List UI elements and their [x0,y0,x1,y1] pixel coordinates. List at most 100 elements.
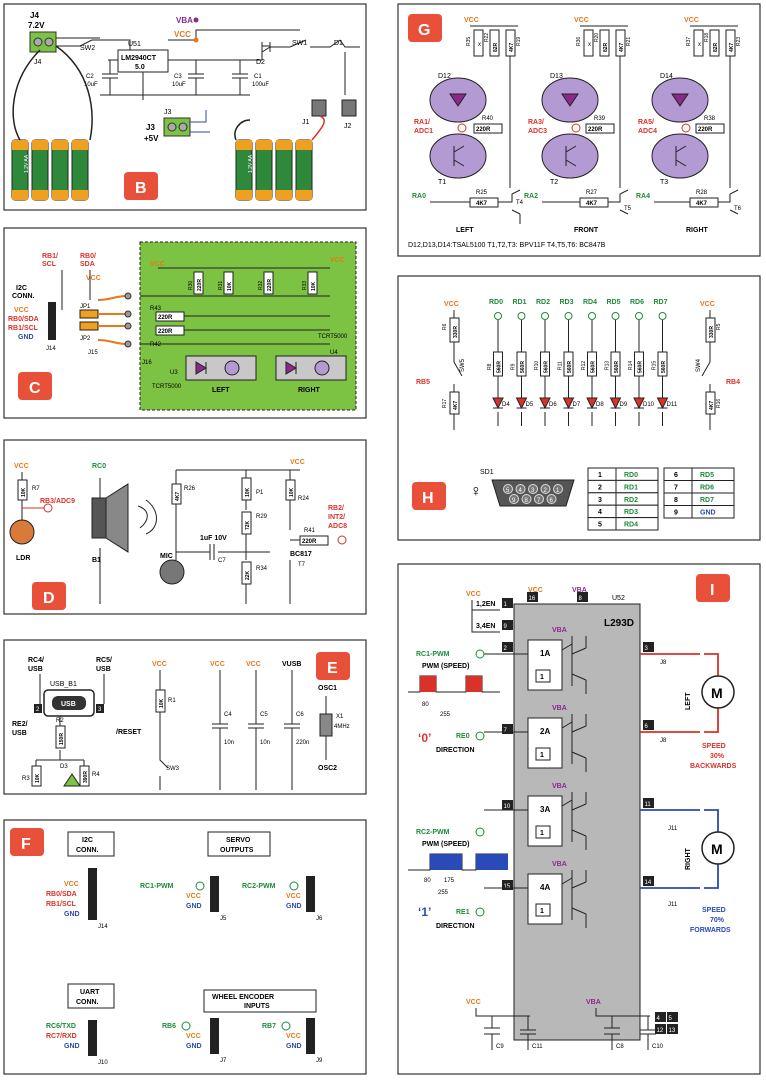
pin-box [667,1024,678,1034]
svg-text:GND: GND [286,903,302,910]
svg-text:X1: X1 [336,714,344,720]
svg-text:I2C: I2C [16,285,27,292]
svg-text:ADC4: ADC4 [638,128,657,135]
dsub-pin [534,494,544,504]
svg-text:R40: R40 [482,116,494,122]
svg-text:SW4: SW4 [696,358,702,372]
svg-text:T6: T6 [734,206,742,212]
svg-text:JP1: JP1 [80,304,91,310]
svg-text:RC0: RC0 [92,463,106,470]
resistor-ref: R9 [511,363,517,370]
svg-text:VCC: VCC [64,881,79,888]
pin-box [643,876,654,886]
svg-text:R32: R32 [258,281,264,290]
svg-text:VCC: VCC [286,893,301,900]
regulator-voltage: 5.0 [135,64,145,71]
svg-text:GND: GND [186,903,202,910]
driver-label: 2A [540,727,550,736]
svg-text:GND: GND [64,911,80,918]
j3-voltage: +5V [144,134,159,143]
svg-text:USB_B1: USB_B1 [50,681,77,688]
svg-text:D13: D13 [550,73,563,80]
female-connector-symbol: ♀ [470,483,482,500]
svg-text:T4: T4 [516,200,524,206]
vba-rail-label: VBA [552,861,567,868]
led-bank: RD0560RR8D4RD1560RR9D5RD2560RR10D6RD3560… [487,299,678,426]
svg-text:R19: R19 [516,37,522,46]
svg-text:RB3/ADC9: RB3/ADC9 [40,498,75,505]
svg-text:PWM (SPEED): PWM (SPEED) [422,663,469,670]
j2-label: J2 [344,123,352,130]
svg-text:10K: 10K [35,773,41,783]
svg-text:RC2-PWM: RC2-PWM [416,829,450,836]
svg-text:220R: 220R [158,315,173,321]
svg-text:UART: UART [80,989,100,996]
section-c-badge [18,372,52,400]
resistor-value: 560R [544,361,550,373]
resistor-ref: R13 [605,361,611,370]
vcc-label: VCC [174,30,191,39]
j9-header [306,1018,315,1054]
svg-text:TCRT5000: TCRT5000 [152,384,182,390]
resistor-ref: R14 [628,361,634,370]
svg-text:10K: 10K [311,281,317,291]
svg-text:1uF 10V: 1uF 10V [200,535,227,542]
resistor-value: 560R [567,361,573,373]
pin-box [577,592,588,602]
svg-text:VCC: VCC [186,893,201,900]
svg-text:VCC: VCC [684,17,699,24]
svg-text:J9: J9 [316,1058,323,1064]
svg-text:3: 3 [531,488,535,494]
ir-channel-left: VCC x 82R 4K7 R35 R22 R19 D12 T1 RA1/ AD… [412,17,524,234]
svg-text:C4: C4 [224,712,232,718]
driver-label: 1A [540,649,550,658]
j10-header [88,1020,97,1056]
svg-text:G: G [418,22,430,39]
svg-text:RB1/SCL: RB1/SCL [46,901,77,908]
dsub-pin [509,494,519,504]
svg-text:C6: C6 [296,712,304,718]
svg-text:D14: D14 [660,73,673,80]
pin-number: 7 [504,728,508,734]
led-symbol [539,397,551,410]
j3-label: J3 [146,123,155,132]
svg-text:JP2: JP2 [80,336,91,342]
rd-label: RD2 [536,299,550,306]
vba-label: VBA [176,16,193,25]
svg-text:C2: C2 [86,74,94,80]
svg-text:SPEED: SPEED [702,743,726,750]
pin-number: 15 [504,884,511,890]
svg-text:INPUTS: INPUTS [244,1003,270,1010]
led-ref: D7 [573,402,581,408]
svg-text:R7: R7 [32,486,40,492]
svg-text:RC5/: RC5/ [96,657,112,664]
pin-box [655,1024,666,1034]
svg-text:RA4: RA4 [636,193,650,200]
svg-text:VCC: VCC [86,275,101,282]
svg-text:220R: 220R [476,127,491,133]
pin-number: 7 [674,485,678,492]
svg-text:RB6: RB6 [162,1023,176,1030]
svg-text:M: M [711,685,723,701]
pin-box [502,642,513,652]
pin-number: 9 [674,510,678,517]
svg-text:RE1: RE1 [456,909,470,916]
pin-number: 16 [529,596,536,602]
svg-text:1: 1 [540,908,544,915]
svg-text:F: F [21,836,31,853]
pin-number: 8 [674,497,678,504]
svg-text:H: H [422,490,434,507]
svg-text:4K7: 4K7 [453,401,459,410]
svg-text:R41: R41 [304,528,316,534]
svg-text:R17: R17 [442,399,448,408]
sw1-label: SW1 [292,40,307,47]
dsub-pin [521,494,532,504]
